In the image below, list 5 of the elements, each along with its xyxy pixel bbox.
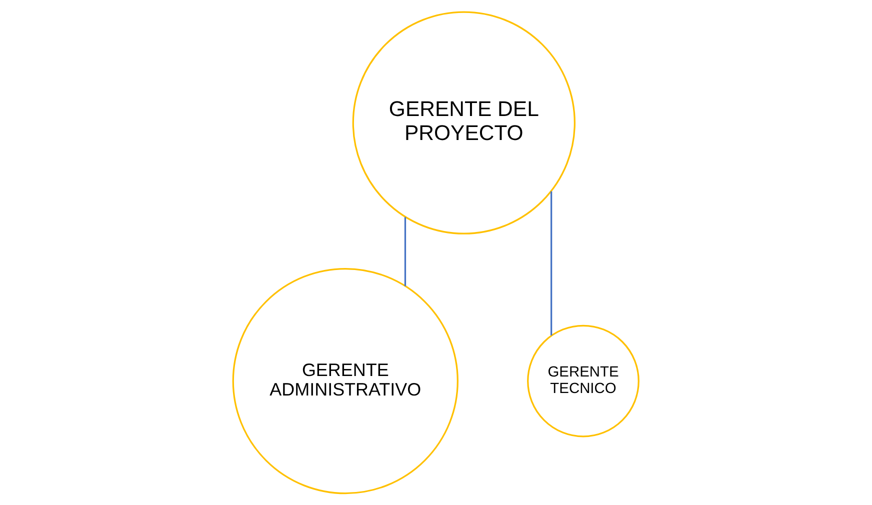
node-circle: GERENTE TECNICO xyxy=(527,324,640,438)
connector xyxy=(404,217,406,286)
connector xyxy=(550,191,552,336)
node-circle: GERENTE ADMINISTRATIVO xyxy=(232,268,458,494)
node-circle: GERENTE DEL PROYECTO xyxy=(352,11,576,234)
